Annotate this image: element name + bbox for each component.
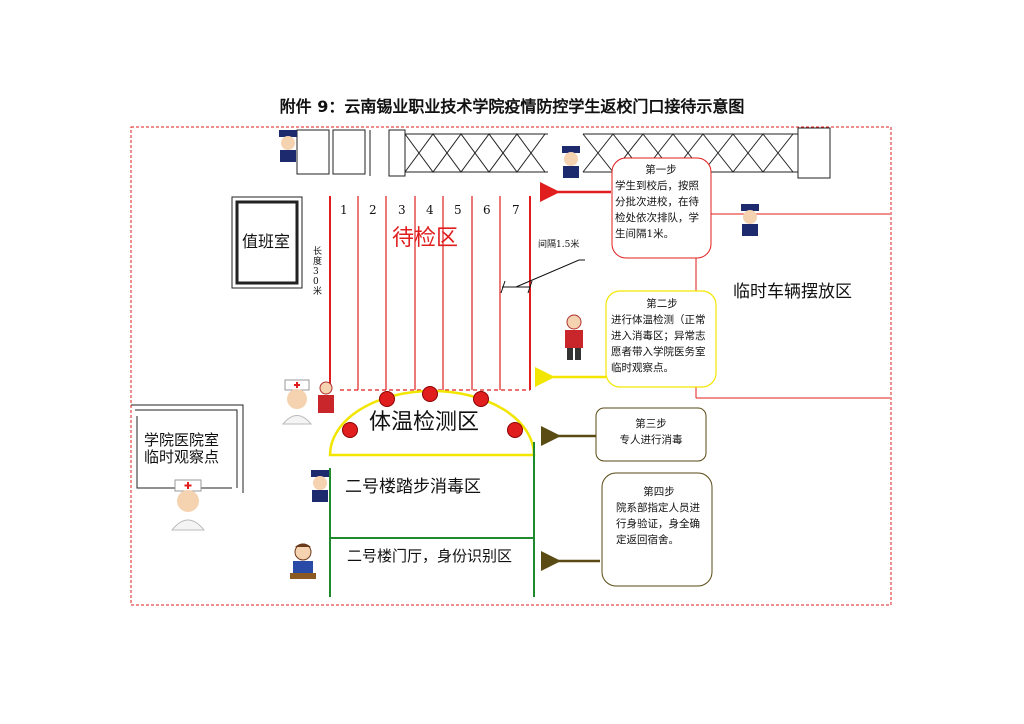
nurse-icon [281,379,313,425]
lane-number: 2 [369,203,377,217]
checkpoint-dot [473,391,489,407]
checkpoint-dot [342,422,358,438]
step4-content: 第四步 院系部指定人员进行身验证，身全确定返回宿舍。 [616,484,702,548]
step1-title: 第一步 [645,164,677,176]
checkpoint-dot [507,422,523,438]
step4-text: 院系部指定人员进行身验证，身全确定返回宿舍。 [616,502,700,546]
parking-area [695,213,890,399]
security-guard-icon [741,204,759,236]
security-guard-icon [311,470,329,502]
lane-number: 4 [426,203,434,217]
green-zones [329,442,535,597]
volunteer-icon [318,381,334,413]
lane-number: 7 [512,203,520,217]
clinic-label-line2: 临时观察点 [144,448,220,466]
volunteer-icon [565,314,583,360]
parking-label: 临时车辆摆放区 [733,282,852,302]
length-label: 长度30米 [313,247,323,297]
lane-number: 6 [483,203,491,217]
clinic-label-line1: 学院医院室 [144,431,220,449]
step2-title: 第二步 [646,298,678,310]
gate-booth-left [296,129,371,176]
step1-content: 第一步 学生到校后，按照分批次进校，在待检处依次排队，学生间隔1米。 [615,162,707,242]
lane-number: 1 [340,203,348,217]
step2-text: 进行体温检测（正常进入消毒区；异常志愿者带入学院医务室临时观察点。 [611,314,706,374]
lane-number: 5 [454,203,462,217]
page-title: 附件 9：云南锡业职业技术学院疫情防控学生返校门口接待示意图 [279,97,745,116]
duty-room-label: 值班室 [242,232,291,251]
security-guard-icon [279,130,297,162]
disinfect-zone-label: 二号楼踏步消毒区 [345,477,481,497]
step4-title: 第四步 [643,486,675,498]
spacing-label: 间隔1.5米 [538,240,580,250]
checkpoint-dot [422,386,438,402]
identity-zone-label: 二号楼门厅，身份识别区 [347,547,513,565]
checkpoint-dot [379,391,395,407]
spacing-indicator [500,259,585,294]
step1-box [611,157,712,259]
lane-number: 3 [398,203,406,217]
waiting-zone-label: 待检区 [392,226,459,251]
staff-desk-icon [290,543,316,579]
step3-title: 第三步 [635,418,667,430]
step3-box [595,407,707,462]
step3-content: 第三步 专人进行消毒 [599,416,703,448]
duty-room [231,196,303,289]
step1-text: 学生到校后，按照分批次进校，在待检处依次排队，学生间隔1米。 [615,180,699,240]
step2-box [605,290,717,388]
temperature-checkpoints [342,386,523,438]
campus-boundary [130,126,892,606]
step2-content: 第二步 进行体温检测（正常进入消毒区；异常志愿者带入学院医务室临时观察点。 [611,296,713,376]
step4-box [601,472,713,587]
step3-text: 专人进行消毒 [619,434,683,446]
security-guard-icon [562,146,580,178]
temperature-zone-label: 体温检测区 [369,410,480,435]
nurse-icon [170,479,206,531]
retractable-gate [388,127,831,179]
